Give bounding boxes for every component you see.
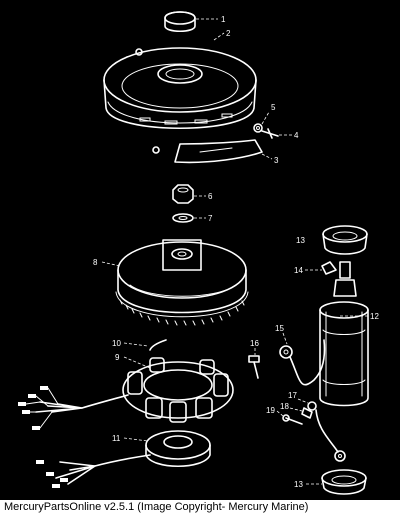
part-5-washer xyxy=(253,111,270,133)
callout-9: 9 xyxy=(115,353,120,362)
part-2-flywheel-cover xyxy=(103,32,257,154)
callout-5: 5 xyxy=(271,103,276,112)
part-6-nut xyxy=(172,184,206,204)
part-7-washer xyxy=(172,213,206,223)
ground-wire xyxy=(315,409,346,462)
part-19-screw xyxy=(276,410,303,425)
part-14-clip xyxy=(305,261,337,275)
callout-15: 15 xyxy=(275,324,284,333)
copyright-caption: MercuryPartsOnline v2.5.1 (Image Copyrig… xyxy=(4,501,309,513)
callout-17: 17 xyxy=(288,391,297,400)
callout-12: 12 xyxy=(370,312,379,321)
callout-13-bottom: 13 xyxy=(294,480,303,489)
part-16-screw xyxy=(248,348,260,379)
callout-13-top: 13 xyxy=(296,236,305,245)
part-3-strap xyxy=(174,139,273,164)
part-9-stator xyxy=(18,356,234,430)
caption-bar: MercuryPartsOnline v2.5.1 (Image Copyrig… xyxy=(0,500,400,517)
part-10-coil-wire xyxy=(123,339,167,351)
exploded-parts-diagram: 1 2 3 4 5 6 7 8 9 10 11 12 13 13 14 15 1… xyxy=(18,11,379,495)
callout-19: 19 xyxy=(266,406,275,415)
callout-4: 4 xyxy=(294,131,299,140)
callout-3: 3 xyxy=(274,156,279,165)
part-13-bushing-top xyxy=(322,225,368,255)
callout-11: 11 xyxy=(112,434,121,443)
callout-6: 6 xyxy=(208,192,213,201)
callout-1: 1 xyxy=(221,15,226,24)
part-11-trigger xyxy=(36,430,211,488)
part-4-screw xyxy=(261,128,292,139)
part-1-cap xyxy=(164,11,218,33)
callout-7: 7 xyxy=(208,214,213,223)
part-17-lockwasher xyxy=(297,398,317,411)
part-12-starter-motor xyxy=(319,261,369,407)
callout-14: 14 xyxy=(294,266,303,275)
callout-2: 2 xyxy=(226,29,231,38)
callout-18: 18 xyxy=(280,402,289,411)
part-8-flywheel xyxy=(101,239,249,326)
part-13-bushing-bottom xyxy=(306,469,367,495)
part-18-nut xyxy=(289,407,313,419)
callout-16: 16 xyxy=(250,339,259,348)
part-15-cable xyxy=(279,332,326,386)
callout-8: 8 xyxy=(93,258,98,267)
callout-10: 10 xyxy=(112,339,121,348)
